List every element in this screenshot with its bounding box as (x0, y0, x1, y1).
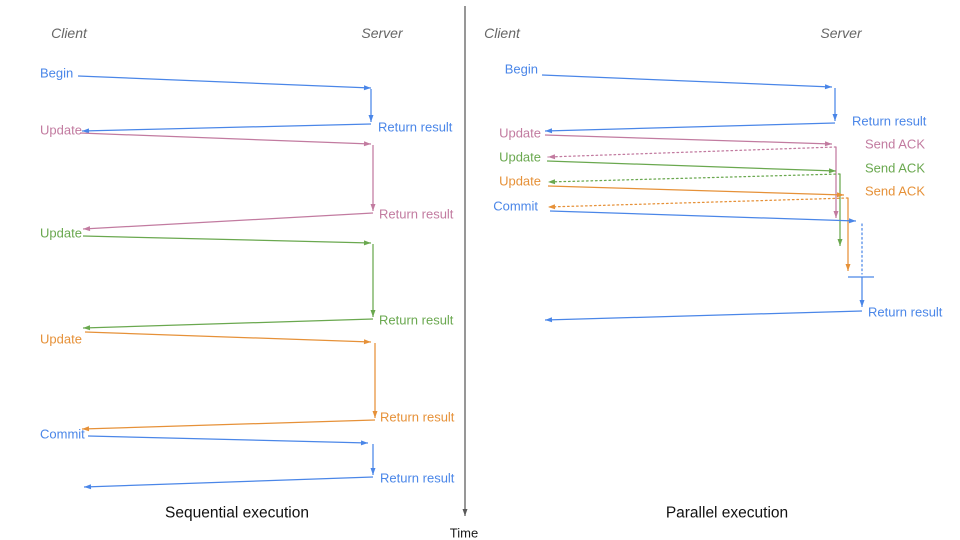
sequential-arrow-update1-request (79, 132, 372, 145)
parallel-arrowhead-update2-apply (837, 239, 843, 246)
sequential-arrowhead-update1-wait (370, 204, 376, 211)
header-client: Client (51, 25, 88, 41)
time-axis-label: Time (450, 526, 478, 540)
parallel-arrowhead-update1-apply (833, 211, 839, 218)
parallel-arrowhead-final-wait (859, 300, 865, 307)
sequential-arrowhead-update3-request (363, 339, 371, 345)
sequential-arrowhead-update3-wait (372, 411, 378, 418)
parallel-arrowhead-update2-request (828, 168, 836, 174)
parallel-label-send-ack: Send ACK (865, 137, 925, 152)
parallel-arrow-update3-request (547, 185, 845, 196)
parallel-arrow-commit-request (549, 210, 857, 222)
sequential-arrow-begin-request (77, 75, 372, 89)
parallel-arrowhead-begin-wait (832, 114, 838, 121)
parallel-arrow-update1-ack (547, 146, 837, 158)
sequential-label-return-result: Return result (380, 471, 455, 486)
sequential-arrowhead-commit-wait (370, 468, 376, 475)
sequential-arrowhead-update3-return (82, 426, 90, 432)
sequential-arrow-commit-return (83, 476, 374, 488)
parallel-arrowhead-update1-request (824, 141, 832, 147)
sequential-label-update: Update (40, 226, 82, 241)
sequential-arrow-update2-return (82, 318, 374, 329)
parallel-arrow-begin-request (541, 74, 833, 88)
parallel-label-commit: Commit (493, 199, 538, 214)
sequential-arrowhead-begin-wait (368, 115, 374, 122)
sequential-arrowhead-begin-request (363, 85, 371, 91)
parallel-arrow-begin-return (544, 122, 836, 132)
sequential-arrowhead-begin-return (82, 128, 90, 134)
parallel-arrowhead-commit-request (848, 218, 856, 224)
sequential-arrow-update3-return (81, 419, 376, 430)
sequential-label-update: Update (40, 332, 82, 347)
sequential-arrow-commit-request (87, 435, 369, 444)
parallel-label-update: Update (499, 150, 541, 165)
parallel-label-send-ack: Send ACK (865, 184, 925, 199)
parallel-label-update: Update (499, 174, 541, 189)
sequential-arrow-update2-request (82, 235, 372, 244)
parallel-label-return-result: Return result (852, 114, 927, 129)
sequential-arrow-update3-request (84, 331, 372, 343)
parallel-label-return-result: Return result (868, 305, 943, 320)
parallel-arrow-update3-ack (547, 197, 849, 208)
sequential-arrowhead-update2-wait (370, 310, 376, 317)
parallel-arrowhead-update3-ack (548, 204, 556, 210)
sequential-arrowhead-commit-return (84, 484, 92, 490)
sequential-arrow-begin-return (81, 123, 372, 132)
header-server: Server (361, 25, 404, 41)
parallel-arrowhead-begin-return (545, 128, 553, 134)
parallel-arrow-final-return (544, 310, 863, 321)
parallel-arrow-update2-request (546, 160, 837, 172)
parallel-label-update: Update (499, 126, 541, 141)
parallel-arrowhead-update1-ack (548, 154, 556, 160)
parallel-arrowhead-update3-apply (845, 264, 851, 271)
sequential-arrowhead-update1-return (83, 226, 91, 232)
header-server: Server (820, 25, 863, 41)
sequential-arrowhead-update2-request (363, 240, 371, 246)
sequential-arrow-update1-return (82, 212, 374, 230)
sequential-label-return-result: Return result (380, 410, 455, 425)
parallel-label-begin: Begin (505, 62, 538, 77)
time-axis: Time (450, 6, 478, 540)
parallel-arrow-update1-request (544, 134, 833, 145)
sequential-arrowhead-update2-return (83, 325, 91, 331)
sequential-arrowhead-update1-request (363, 141, 371, 147)
parallel-arrowhead-update2-ack (548, 179, 556, 185)
sequential-label-return-result: Return result (379, 207, 454, 222)
caption-sequential: Sequential execution (165, 505, 309, 522)
caption-parallel: Parallel execution (666, 505, 788, 522)
sequential-arrowhead-commit-request (360, 440, 368, 446)
arrowhead-time-line (462, 509, 468, 516)
parallel-label-send-ack: Send ACK (865, 161, 925, 176)
sequential-label-return-result: Return result (378, 120, 453, 135)
parallel-arrowhead-final-return (545, 317, 553, 323)
sequential-label-begin: Begin (40, 66, 73, 81)
parallel-arrow-update2-ack (547, 173, 841, 183)
sequential-label-commit: Commit (40, 427, 85, 442)
parallel-arrowhead-begin-request (824, 84, 832, 90)
sequential-label-update: Update (40, 123, 82, 138)
header-client: Client (484, 25, 521, 41)
sequential-label-return-result: Return result (379, 313, 454, 328)
parallel-arrowhead-update3-request (836, 192, 844, 198)
